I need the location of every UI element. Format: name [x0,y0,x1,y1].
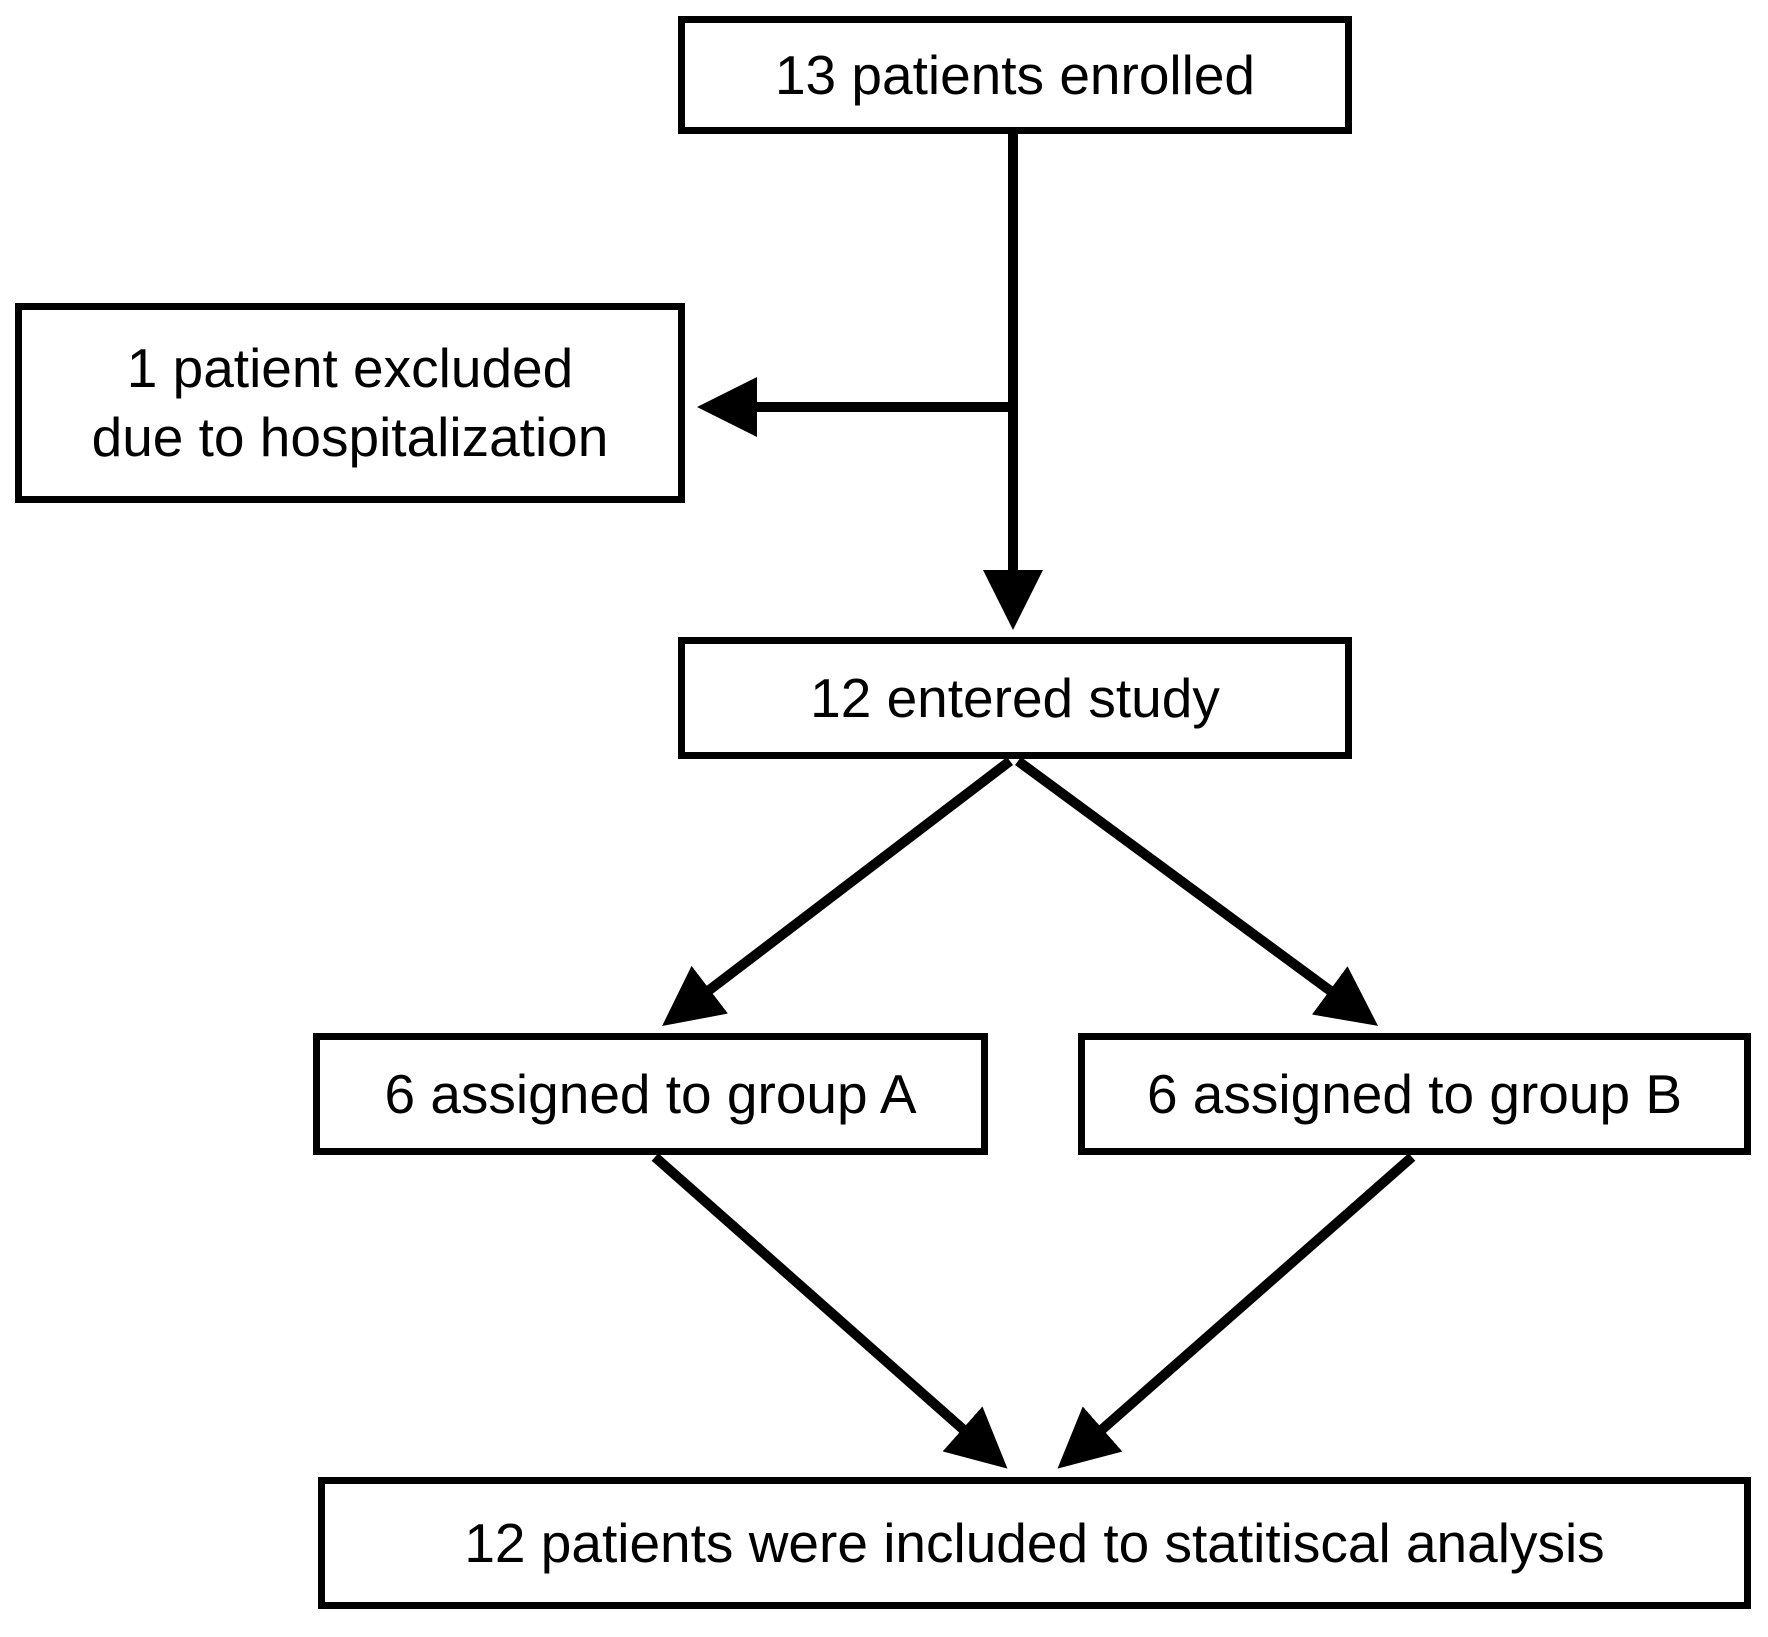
excluded-label: 1 patient excluded due to hospitalizatio… [91,337,609,468]
excluded-box: 1 patient excluded due to hospitalizatio… [15,303,685,503]
arrow-group-a-to-analysis [651,1153,1008,1469]
entered-study-box: 12 entered study [678,637,1352,759]
analysis-label: 12 patients were included to statitiscal… [464,1511,1605,1574]
group-b-box: 6 assigned to group B [1078,1033,1751,1155]
group-a-label: 6 assigned to group A [384,1062,917,1125]
entered-study-label: 12 entered study [810,666,1220,729]
analysis-box: 12 patients were included to statitiscal… [318,1477,1751,1609]
arrow-entered-to-group-b [1015,756,1379,1026]
arrow-entered-to-group-a [662,757,1014,1027]
enrolled-box: 13 patients enrolled [678,16,1352,134]
enrolled-label: 13 patients enrolled [774,43,1256,106]
arrow-group-b-to-analysis [1057,1153,1416,1469]
group-a-box: 6 assigned to group A [313,1033,988,1155]
group-b-label: 6 assigned to group B [1146,1062,1683,1125]
